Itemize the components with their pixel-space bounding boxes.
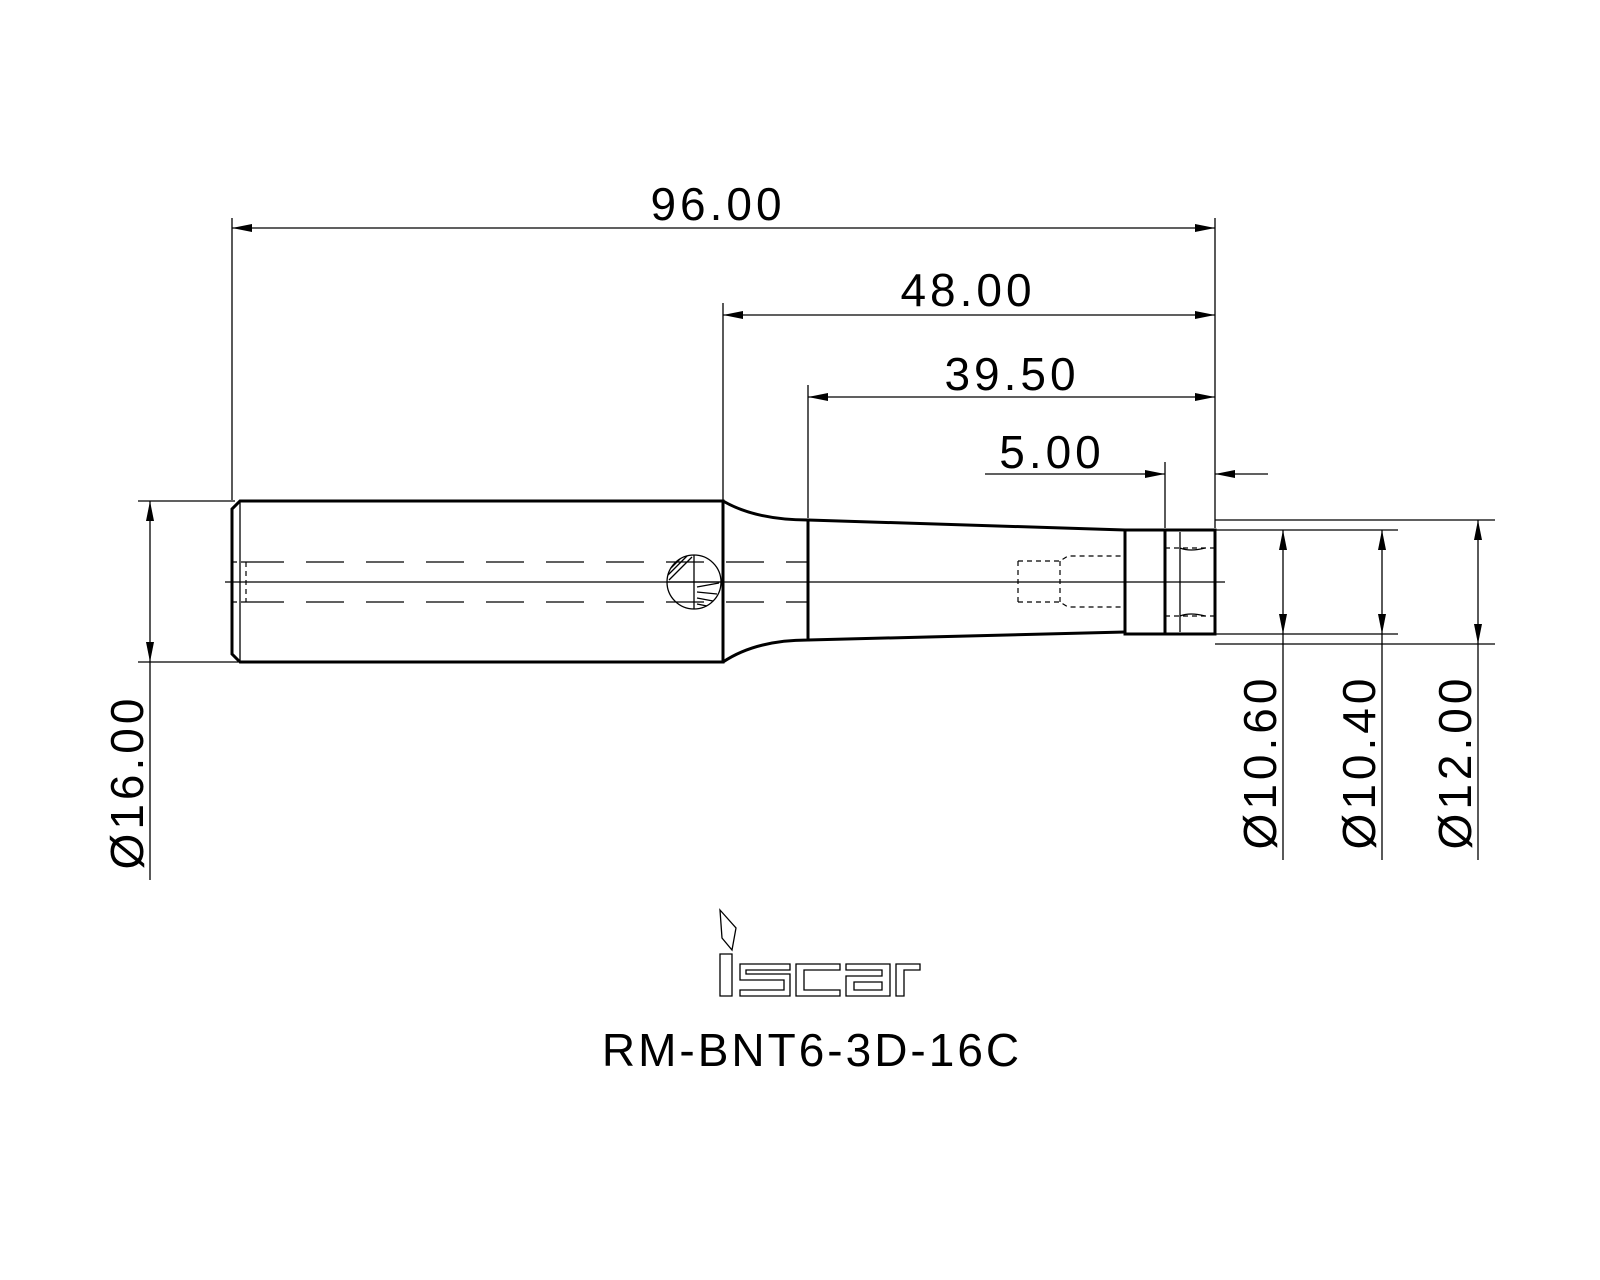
dim-dia104-label: Ø10.40 xyxy=(1333,675,1385,850)
tapered-neck xyxy=(807,518,1126,642)
extension-lines xyxy=(138,218,1495,663)
cross-hole-symbol xyxy=(666,554,722,610)
dimension-labels: 96.00 48.00 39.50 5.00 Ø16.00 Ø10.60 Ø10… xyxy=(101,178,1481,869)
part-outline xyxy=(230,499,1217,664)
dim-dia12-label: Ø12.00 xyxy=(1429,675,1481,850)
coolant-channel xyxy=(246,561,808,603)
dim-dia106-label: Ø10.60 xyxy=(1234,675,1286,850)
dim-48-label: 48.00 xyxy=(900,264,1035,316)
cross-hole-hatch xyxy=(667,555,720,607)
part-number: RM-BNT6-3D-16C xyxy=(602,1024,1022,1076)
dim-5-label: 5.00 xyxy=(999,426,1105,478)
dimension-lines xyxy=(146,224,1482,880)
iscar-logo-icon xyxy=(719,908,921,997)
dim-39-label: 39.50 xyxy=(944,348,1079,400)
dim-96-label: 96.00 xyxy=(650,178,785,230)
dim-dia16-label: Ø16.00 xyxy=(101,695,153,870)
